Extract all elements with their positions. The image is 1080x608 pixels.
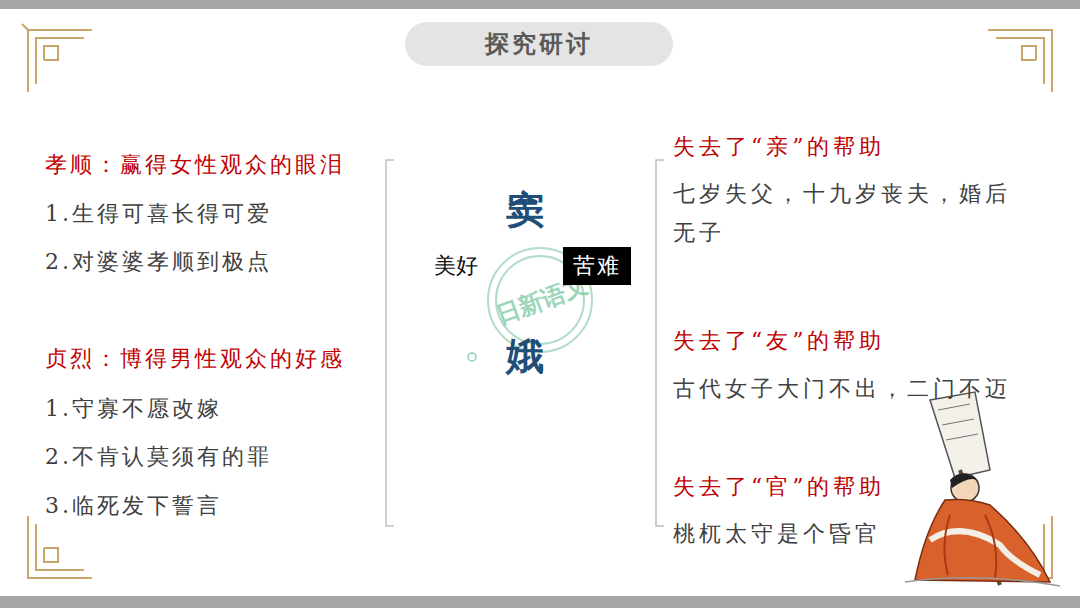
bottom-bar — [0, 596, 1080, 608]
name-char: 娥 — [506, 323, 544, 390]
slide-title: 探究研讨 — [485, 28, 593, 60]
list-item: 1.生得可喜长得可爱 — [45, 195, 272, 234]
section-heading: 贞烈：博得男性观众的好感 — [45, 340, 345, 379]
box-text: 苦难 — [573, 251, 621, 281]
title-pill — [405, 22, 673, 66]
list-item: 2.对婆婆孝顺到极点 — [45, 243, 272, 282]
highlight-box: 苦难 — [563, 247, 631, 285]
body-text: 七岁失父，十九岁丧夫，婚后无子 — [673, 175, 1028, 252]
list-item: 1.守寡不愿改嫁 — [45, 390, 222, 429]
section-heading: 失去了“官”的帮助 — [673, 468, 886, 507]
list-item: 2.不肯认莫须有的罪 — [45, 438, 272, 477]
name-char: 窦 — [506, 177, 544, 244]
keyword: 美好 — [434, 247, 478, 286]
section-heading: 孝顺：赢得女性观众的眼泪 — [45, 146, 345, 185]
dou-e-illustration — [905, 392, 1060, 586]
body-text: 桃杌太守是个昏官 — [673, 515, 881, 554]
corner-ornaments — [22, 24, 1052, 578]
brackets — [386, 160, 664, 526]
section-heading: 失去了“友”的帮助 — [673, 322, 886, 361]
body-text: 古代女子大门不出，二门不迈 — [673, 370, 1011, 409]
small-dot — [468, 353, 476, 361]
section-heading: 失去了“亲”的帮助 — [673, 128, 886, 167]
top-bar — [0, 0, 1080, 9]
list-item: 3.临死发下誓言 — [45, 487, 222, 526]
